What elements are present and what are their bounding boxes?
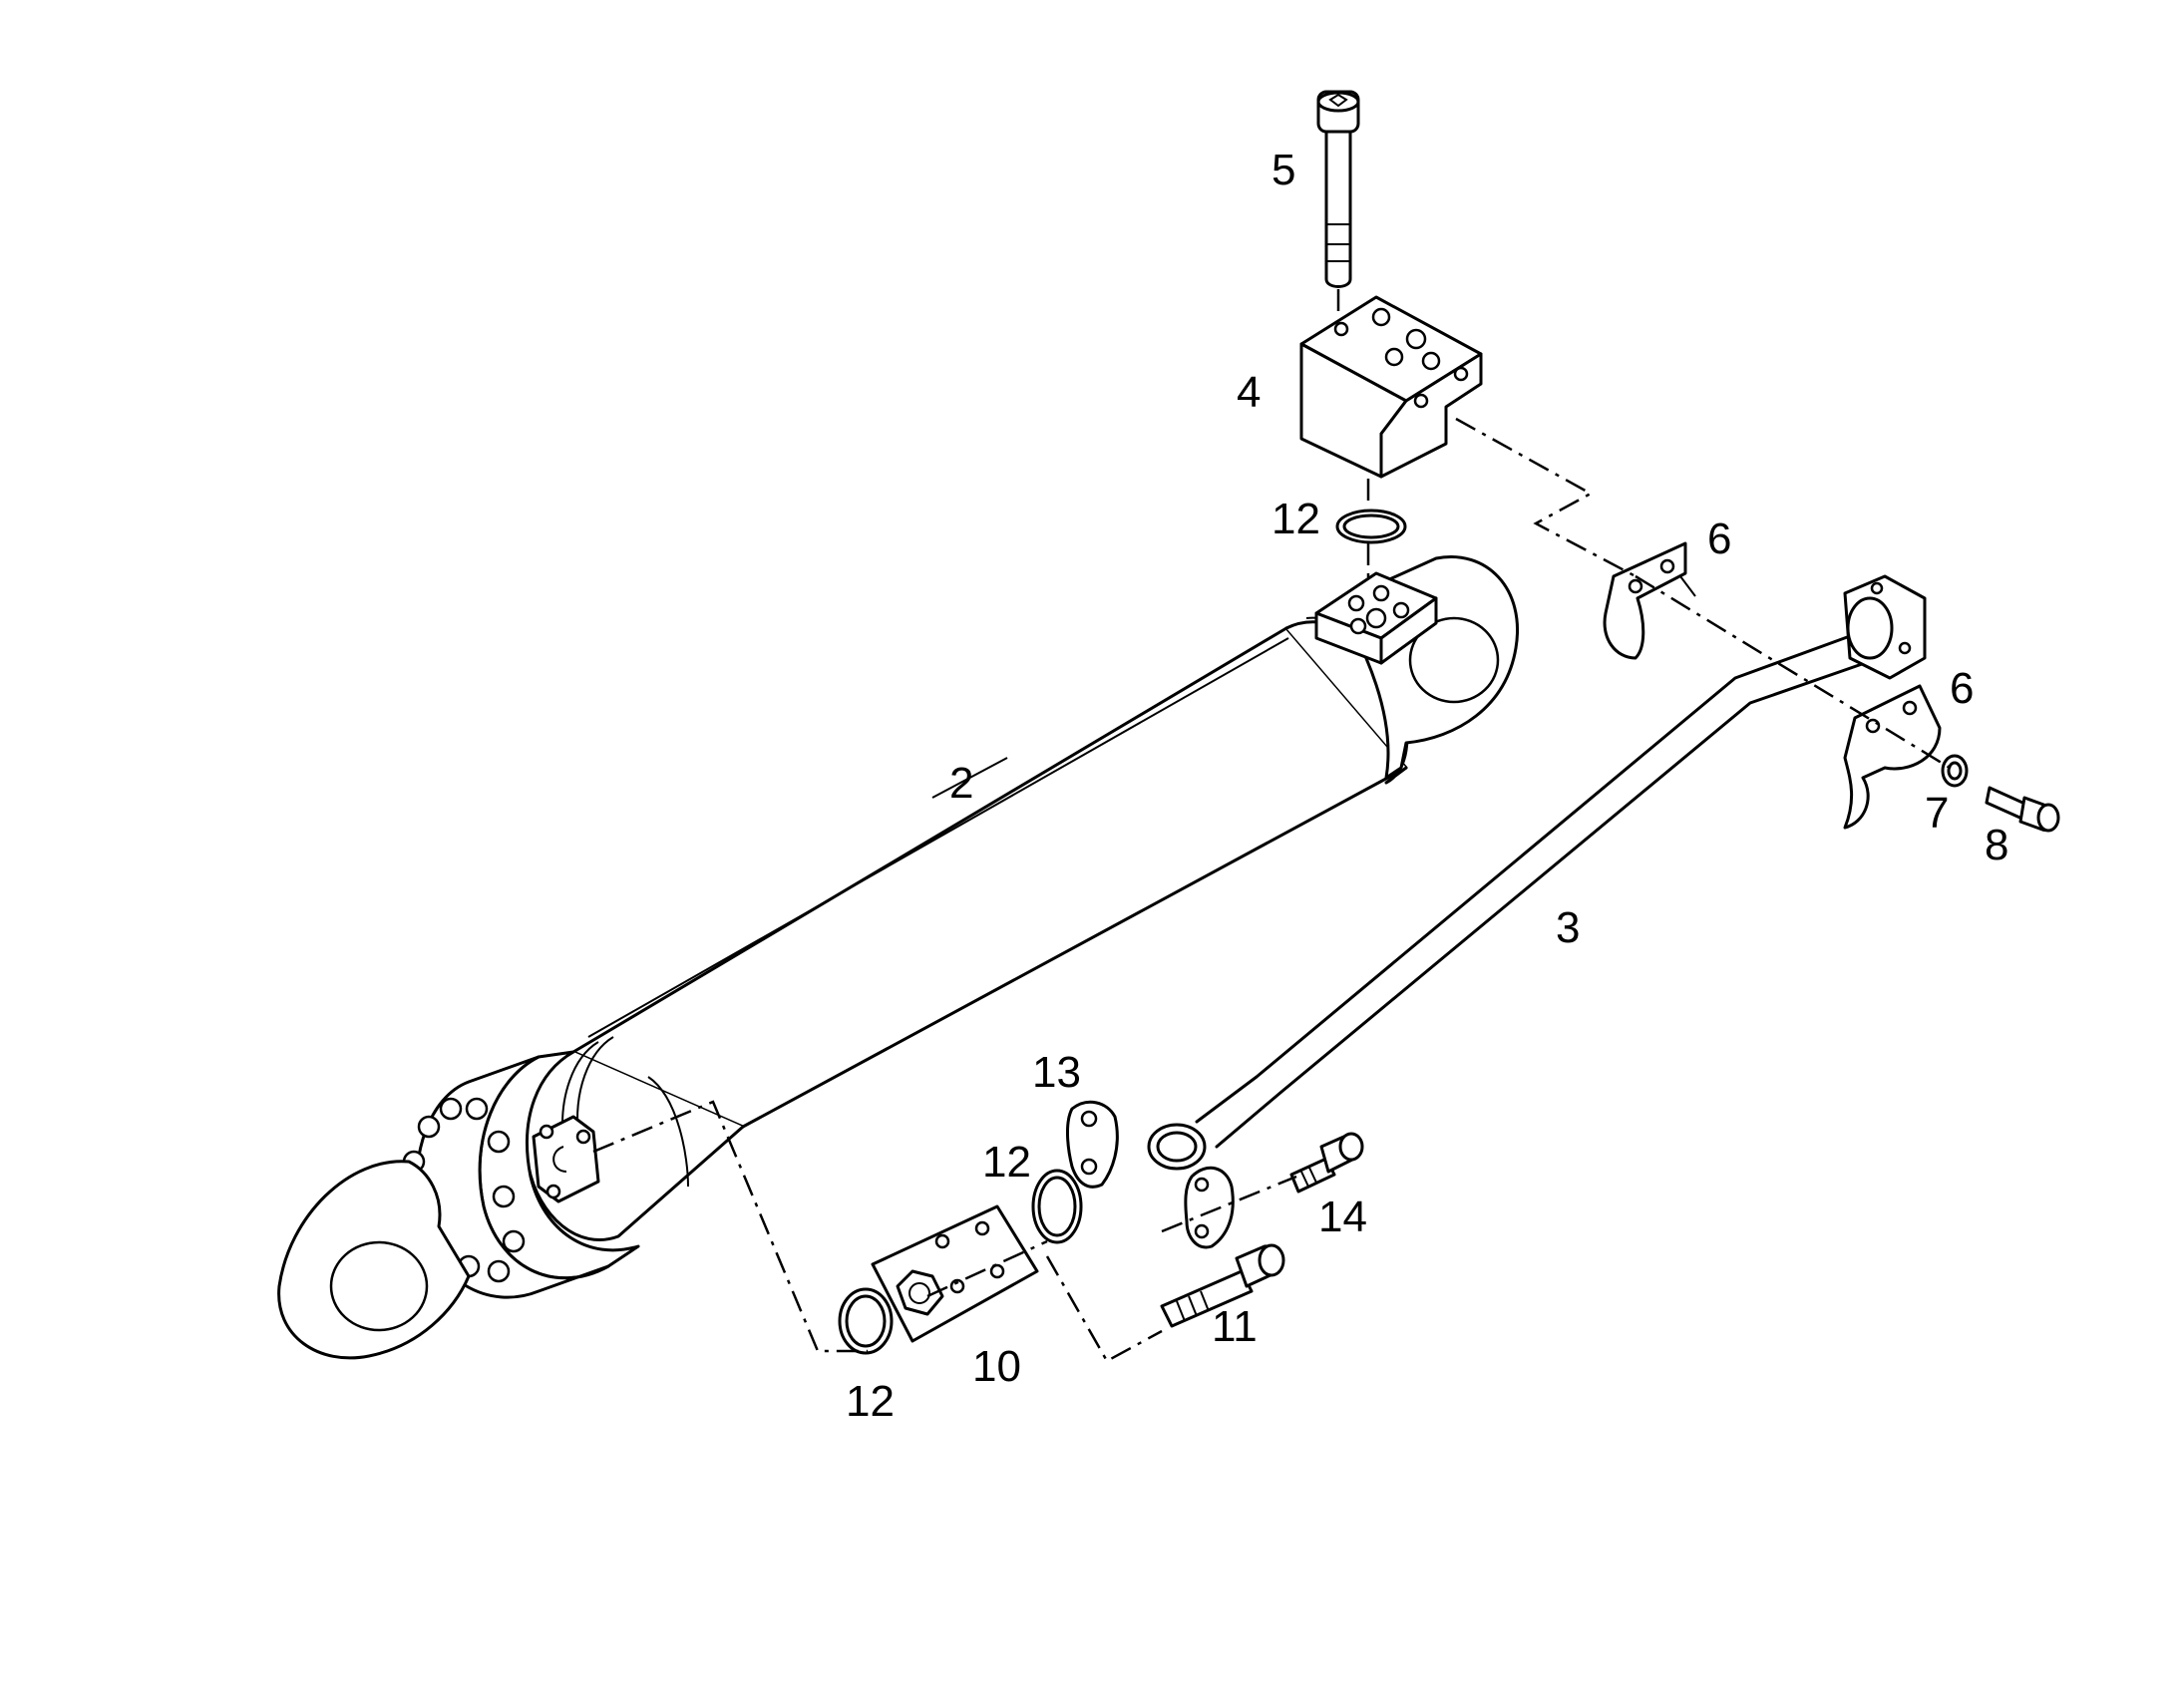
valve-block	[1299, 295, 1483, 479]
callout-6-lower: 6	[1950, 664, 1974, 713]
hydraulic-cylinder	[277, 555, 1519, 1360]
split-flange-half-upper	[1066, 1100, 1119, 1189]
callout-11: 11	[1212, 1302, 1258, 1351]
callout-14: 14	[1318, 1193, 1367, 1241]
cap-screw-flange	[1289, 1132, 1364, 1194]
callout-6-upper: 6	[1707, 514, 1731, 563]
callout-2: 2	[949, 759, 973, 808]
callout-12-top: 12	[1272, 495, 1320, 543]
pipe-clamp-lower	[1843, 684, 1942, 830]
callout-labels: 2 3 4 5 6 6 7 8 10 11 12 12 12 13 14	[846, 146, 2008, 1426]
callout-4: 4	[1237, 368, 1261, 417]
split-flange-half-lower	[1184, 1166, 1235, 1249]
washer	[1941, 754, 1969, 788]
callout-3: 3	[1556, 903, 1580, 952]
callout-13: 13	[1032, 1048, 1081, 1097]
o-ring-middle	[1031, 1169, 1083, 1244]
o-ring-lower	[838, 1287, 894, 1355]
callout-pointers	[931, 575, 1696, 799]
cap-screw-short	[1985, 786, 2060, 833]
callout-12-middle: 12	[982, 1138, 1031, 1187]
o-ring-top	[1335, 509, 1407, 544]
callout-10: 10	[972, 1342, 1021, 1391]
callout-7: 7	[1925, 789, 1949, 838]
adapter-plate	[871, 1204, 1039, 1343]
cap-screw-long	[1316, 90, 1360, 288]
pipe-clamp-upper	[1603, 541, 1687, 660]
hydraulic-pipe	[1147, 574, 1927, 1171]
callout-8: 8	[1985, 821, 2008, 869]
assembly-leader-lines	[592, 289, 1956, 1363]
cap-screw-adapter	[1160, 1243, 1285, 1328]
callout-12-lower: 12	[846, 1377, 895, 1426]
callout-5: 5	[1272, 146, 1295, 194]
